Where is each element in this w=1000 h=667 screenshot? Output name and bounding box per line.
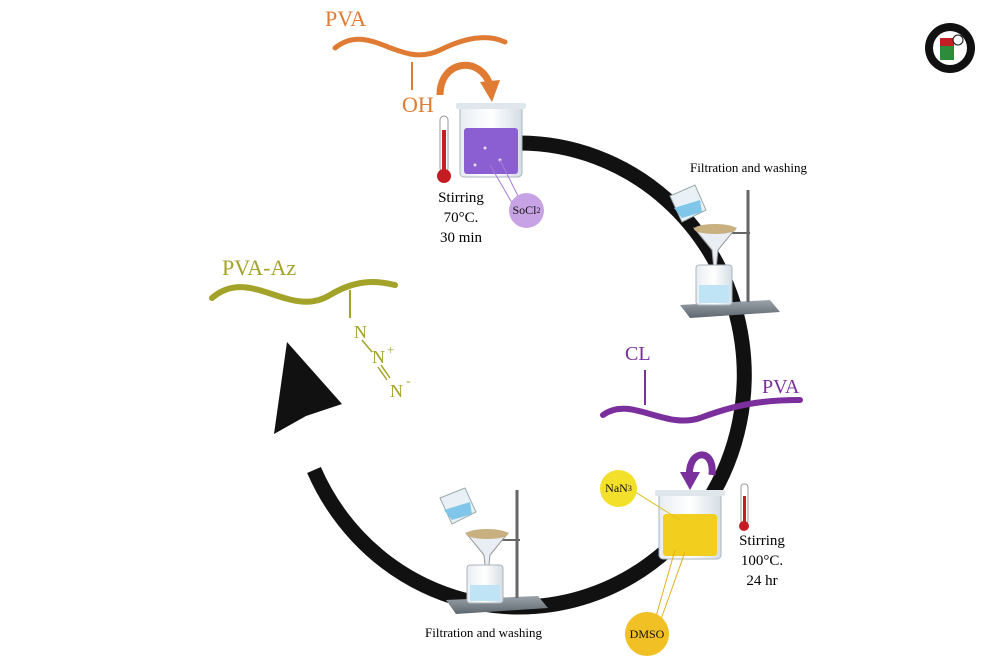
curved-arrow-top	[436, 61, 494, 96]
cl-label: CL	[625, 343, 651, 365]
beaker-yellow	[655, 490, 725, 560]
curved-arrow-mid	[685, 451, 716, 481]
filtration-label-bottom: Filtration and washing	[425, 625, 542, 640]
filtration-apparatus-bottom	[439, 487, 548, 614]
filtration-apparatus-top	[669, 184, 780, 318]
step2-conditions: Stirring 100°C. 24 hr	[722, 531, 802, 591]
azide-n1: N	[354, 322, 367, 342]
filtration-label-top: Filtration and washing	[690, 160, 807, 175]
pva-mid-label: PVA	[762, 376, 800, 398]
azide-n3: N	[390, 381, 403, 401]
cl-pva-chain	[600, 397, 803, 424]
step1-stirring: Stirring	[438, 190, 484, 206]
socl2-subscript: 2	[536, 206, 541, 215]
azide-n2: N	[372, 347, 385, 367]
beaker-purple	[456, 103, 526, 178]
nan3-label: NaN	[605, 481, 628, 495]
azide-plus: +	[387, 342, 395, 357]
nan3-subscript: 3	[627, 484, 632, 493]
step1-time: 30 min	[439, 230, 483, 246]
dmso-bubble: DMSO	[625, 612, 669, 656]
cycle-arrowhead	[274, 342, 342, 434]
pva-chain-top	[332, 35, 508, 58]
curved-arrowhead-top	[480, 80, 500, 102]
pva-az-label: PVA-Az	[222, 255, 297, 280]
step2-time: 24 hr	[746, 573, 778, 589]
pva-top-label: PVA	[325, 6, 367, 31]
university-gear-logo-icon	[925, 23, 975, 73]
azide-minus: -	[406, 374, 411, 389]
curved-arrowhead-mid	[680, 472, 700, 490]
thermometer-1	[437, 115, 451, 183]
socl2-label: SoCl	[512, 203, 537, 217]
step2-stirring: Stirring	[739, 533, 785, 549]
pva-az-chain	[209, 279, 398, 305]
step1-temperature: 70°C.	[443, 210, 479, 226]
step1-conditions: Stirring 70°C. 30 min	[420, 188, 502, 248]
thermometer-2	[739, 483, 749, 531]
step2-temperature: 100°C.	[740, 553, 784, 569]
oh-label: OH	[402, 92, 434, 117]
dmso-label: DMSO	[629, 626, 665, 641]
